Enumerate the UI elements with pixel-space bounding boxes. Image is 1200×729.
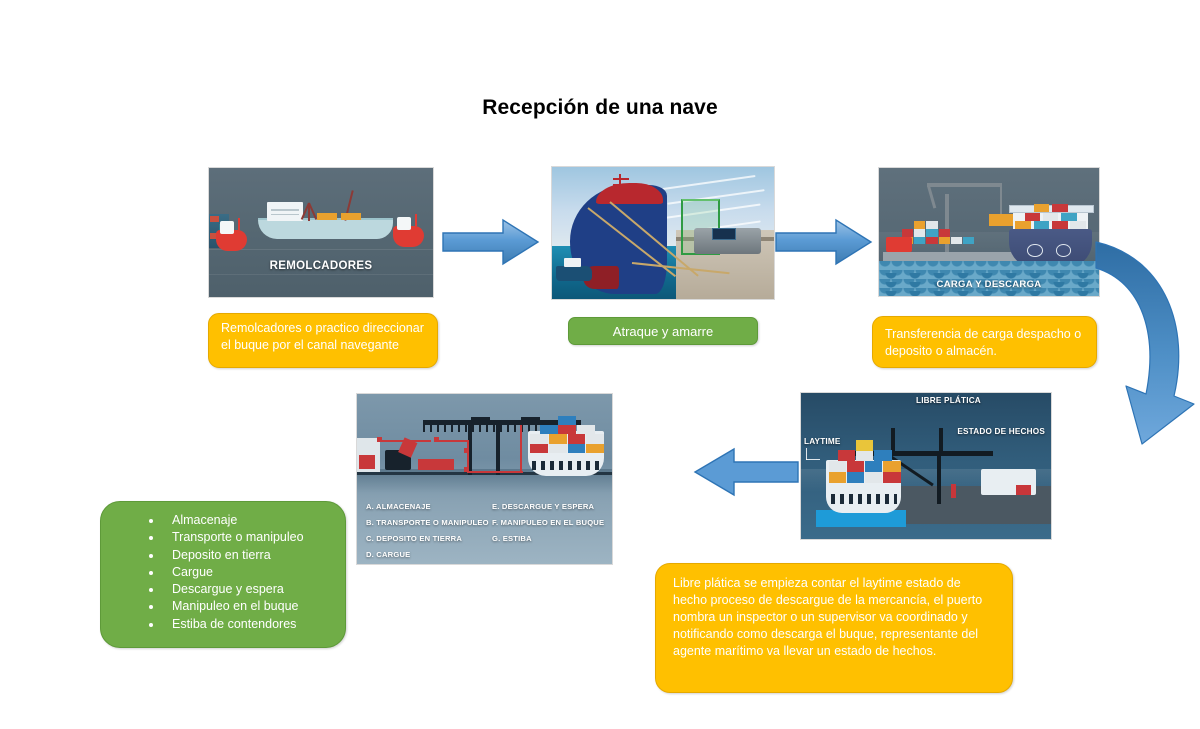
cargo-dock-platform [883,252,1020,264]
ops-flow-line-2 [438,439,470,442]
ops-crane-leg-1 [467,421,472,475]
list-item: Deposito en tierra [149,547,345,564]
ops-flow-marker-d [464,467,470,473]
ops-crane-trolley-1 [470,416,490,423]
services-list-box: Almacenaje Transporte o manipuleo Deposi… [100,501,346,648]
berth-small-tugboat [556,258,592,281]
cargo-water [879,261,1099,296]
tugs-vessel-bridge [267,201,304,221]
arrow-left-1 [693,447,799,497]
laytime-leader-horizontal [806,459,820,461]
ops-dock-line [357,472,612,476]
cargo-crane-cable [1000,185,1002,217]
arrow-right-1 [442,218,540,266]
ops-ship-portholes [532,460,600,471]
label-estado-de-hechos: ESTADO DE HECHOS [957,426,1045,436]
tugs-ground-line [209,273,433,275]
ops-legend-item-g: G. ESTIBA [492,533,532,543]
cargo-suspended-container [989,214,1016,226]
tugs-cargo-box-2 [341,213,362,220]
tugboat-left [215,217,248,251]
berth-ship-mast [612,173,629,193]
anchor-emblem-right [1055,244,1071,257]
tugboat-right [392,213,425,247]
image-libre-platica: LIBRE PLÁTICA LAYTIME ESTADO DE HECHOS [800,392,1052,540]
arrow-right-2 [775,218,873,266]
image-caption-carga-descarga: CARGA Y DESCARGA [936,279,1042,290]
laytime-service-vessel [981,468,1036,496]
list-item: Manipuleo en el buque [149,598,345,615]
label-libre-platica: LIBRE PLÁTICA [916,396,981,405]
ops-flow-line-3 [466,439,469,471]
cargo-crane-arm [927,183,1003,188]
ops-crane-trolley-2 [521,416,541,423]
laytime-crane-boom [840,450,993,456]
list-item: Cargue [149,564,345,581]
ops-warehouse [357,438,380,473]
laytime-crane-apex [891,428,943,453]
laytime-ship-containers [828,439,901,484]
ops-crane-leg-2 [496,421,501,475]
ops-trailer [418,458,454,471]
ops-flow-line-4 [466,470,523,473]
callout-remolcadores: Remolcadores o practico direccionar el b… [208,313,438,368]
tugs-cargo-box-1 [316,213,337,220]
tugs-vessel-hull [258,219,393,239]
ops-flow-marker-b [433,436,439,442]
page-title: Recepción de una nave [482,96,718,119]
laytime-leader-vertical [806,448,807,461]
services-list: Almacenaje Transporte o manipuleo Deposi… [101,512,345,633]
laytime-crane-leg-2 [937,452,942,504]
image-atraque-amarre [551,166,775,300]
ops-ship-containers [530,416,604,454]
tugs-crane-a [307,202,310,221]
image-remolcadores: REMOLCADORES [208,167,434,298]
cargo-yard-truck [885,237,912,253]
list-item: Estiba de contendores [149,616,345,633]
ops-crane-truss [423,424,582,432]
ops-reach-stacker [385,450,411,471]
callout-transferencia-carga: Transferencia de carga despacho o deposi… [872,316,1097,368]
image-caption-remolcadores: REMOLCADORES [269,260,373,272]
ops-flow-marker-a [377,436,383,442]
laytime-barge [816,509,906,528]
ops-legend-item-b: B. TRANSPORTE O MANIPULEO [366,517,489,527]
ops-legend-item-d: D. CARGUE [366,549,411,559]
ops-gantry-crane [423,408,582,475]
image-operaciones-portuarias: A. ALMACENAJE B. TRANSPORTE O MANIPULEO … [356,393,613,565]
ops-legend-item-c: C. DEPOSITO EN TIERRA [366,533,463,543]
tugs-horizon-line [209,249,433,251]
laytime-ship-portholes [830,493,897,505]
list-item: Descargue y espera [149,581,345,598]
cargo-ship-containers [1015,204,1086,232]
berth-display-panel [711,227,737,241]
list-item: Almacenaje [149,512,345,529]
ops-legend-item-a: A. ALMACENAJE [366,501,431,511]
label-laytime: LAYTIME [804,436,841,446]
ops-flow-marker-c [464,448,470,454]
ops-crane-rail [423,420,582,426]
list-item: Transporte o manipuleo [149,529,345,546]
arrow-curved-down [1095,241,1195,445]
berth-ship-deck-red [596,182,663,204]
ops-legend: A. ALMACENAJE B. TRANSPORTE O MANIPULEO … [357,493,612,564]
cargo-ship-bridge-bar [1008,204,1095,213]
laytime-worker-figure [951,484,956,499]
ops-flow-line-5 [520,424,523,473]
cargo-crane-mast [945,193,949,253]
ops-legend-item-f: F. MANIPULEO EN EL BUQUE [492,517,605,527]
ops-legend-column-left: A. ALMACENAJE B. TRANSPORTE O MANIPULEO … [366,499,489,563]
anchor-emblem-left [1027,244,1043,257]
ops-legend-item-e: E. DESCARGUE Y ESPERA [492,501,595,511]
callout-atraque-amarre: Atraque y amarre [568,317,758,345]
callout-libre-platica: Libre plática se empieza contar el layti… [655,563,1013,693]
image-carga-y-descarga: CARGA Y DESCARGA [878,167,1100,297]
cargo-container-yard [890,219,991,252]
ops-flow-line-1 [379,439,431,442]
ops-legend-column-right: E. DESCARGUE Y ESPERA F. MANIPULEO EN EL… [492,499,604,547]
berth-ship-hull-red [583,265,619,290]
